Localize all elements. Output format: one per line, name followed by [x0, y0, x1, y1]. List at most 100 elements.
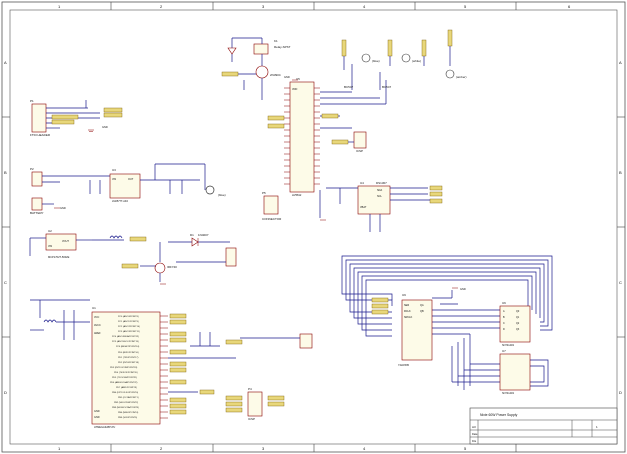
u2-pin-vout: VOUT [62, 240, 69, 243]
d1-value: 1N4007 [198, 233, 209, 237]
u9-value: 74HC595 [398, 363, 410, 367]
prog-header-value: ICSP [356, 149, 363, 153]
title-block-sheet: 1 [596, 425, 598, 429]
q2-value: BC547 [344, 85, 354, 89]
icsp-value: ICSP [248, 417, 255, 421]
u9-pin-rclk: RCLK [404, 310, 411, 313]
ground-symbols: GND GND GND GND [54, 75, 466, 291]
u5-ref: U5 [296, 77, 300, 81]
col-6-top: 6 [568, 4, 571, 9]
u3-ref: U3 [112, 168, 116, 172]
regulator-u2-block: U2 MCP1702T-5002E VOUT VIN [29, 229, 147, 259]
u1-microcontroller: U1 ATMEGA328P-PU VCC AVCC AREF GND GND P… [91, 306, 168, 429]
oscillator-block [30, 299, 90, 340]
u1-pin-pd2: PD2 (INT0/PCINT18) [118, 362, 139, 364]
q3-value: IRF740 [167, 265, 177, 269]
u1-value: ATMEGA328P-PU [94, 425, 115, 429]
u2-value: MCP1702T-5002E [48, 255, 70, 259]
u6-pin-a: A [503, 310, 505, 313]
u3-value: LM2577T-ADJ [112, 200, 129, 203]
u6-pin-q3: Q3 [516, 328, 520, 331]
u3-pin-vin: VIN [112, 178, 116, 181]
u1-pin-pb0: PB0 (ICP1/CLKO/PCINT0) [112, 392, 138, 394]
col-5-bottom: 5 [464, 446, 467, 451]
power-input-block: P2 U3 LM2577T-ADJ VIN OUT (blue) BATTERY [30, 163, 226, 215]
u1-pin-pc3: PC3 (ADC3/PCINT11) [118, 330, 140, 333]
u6-pin-q2: Q2 [516, 322, 520, 325]
u2-ref: U2 [48, 229, 52, 233]
u4-pin-vbat: VBAT [360, 206, 367, 209]
u6-pin-q0: Q0 [516, 310, 520, 313]
ftdi-ref: P1 [30, 99, 34, 103]
u9-shift-register: U9 74HC595 SER RCLK SRCLK QA QB [371, 290, 458, 367]
led-d4-color: (blue) [218, 193, 226, 197]
hv-switch-block: D1 1N4007 IRF740 [121, 233, 237, 282]
q4-value: BC547 [382, 85, 392, 89]
u1-pin-gnd-2: GND [94, 416, 100, 419]
u3-pin-out: OUT [128, 178, 134, 181]
row-a-right: A [619, 60, 622, 65]
row-c-right: C [619, 280, 622, 285]
gnd-label-ftdi: GND [102, 125, 108, 129]
d1-ref: D1 [190, 233, 194, 237]
u1-pin-pd1: PD1 (TXD/PCINT17) [118, 357, 139, 359]
row-c-left: C [4, 280, 7, 285]
u1-pin-pb1: PB1 (OC1A/PCINT1) [118, 396, 139, 399]
icsp-header-block: P4 ICSP [225, 387, 285, 421]
p5-value: CONNECTOR [262, 217, 282, 221]
title-block-size: A3 [472, 425, 476, 429]
col-5-top: 5 [464, 4, 467, 9]
led-blue-label: (blue) [372, 59, 380, 63]
u4-pin-scl: SCL [377, 195, 382, 198]
u1-pin-pc5: PC5 (ADC5/SCL/PCINT13) [112, 340, 139, 343]
u1-pin-pd6: PD6 (AIN0/OC0A/PCINT22) [110, 381, 138, 384]
u1-pin-vcc: VCC [94, 316, 99, 319]
u9-pin-ser: SER [404, 304, 409, 307]
relay-block: K1 Relay-SPST 2N3904 [221, 37, 291, 100]
col-1-bottom: 1 [58, 446, 61, 451]
icsp-ref: P4 [248, 387, 252, 391]
gnd-label-u9: GND [460, 287, 466, 291]
row-d-right: D [619, 390, 622, 395]
gnd-label-u5: GND [284, 75, 290, 79]
u1-net-labels [168, 313, 313, 415]
title-block: Nixie 60W Power Supply A3 1 Date File [469, 407, 618, 445]
u6-pin-d: D [503, 328, 505, 331]
u1-ref: U1 [92, 306, 96, 310]
col-4-bottom: 4 [363, 446, 366, 451]
u7-value: SN74141N [502, 392, 514, 395]
u9-pin-qb: QB [420, 310, 424, 313]
u1-pin-pd3: PD3 (INT1/OC2B/PCINT19) [110, 367, 137, 369]
u1-pin-pd7: PD7 (AIN1/PCINT23) [116, 386, 137, 389]
u6-pin-b: B [503, 316, 505, 319]
u4-ref: U4 [360, 181, 364, 185]
title-block-title: Nixie 60W Power Supply [480, 413, 518, 417]
bottom-connector-block: P5 CONNECTOR [262, 191, 282, 221]
u9-pin-qa: QA [420, 304, 424, 307]
u1-pin-pc4: PC4 (ADC4/SDA/PCINT12) [112, 335, 139, 338]
battery-value: BATTERY [30, 211, 44, 215]
col-3-bottom: 3 [262, 446, 265, 451]
led-driver-block: (blue) (white) (amber) BC547 BC547 [320, 29, 467, 105]
title-block-file-label: File [472, 439, 477, 443]
u4-value: DS1307 [376, 181, 387, 185]
pwr-connector-ref: P2 [30, 167, 34, 171]
row-d-left: D [4, 390, 7, 395]
u1-pin-pd4: PD4 (T0/XCK/PCINT20) [114, 372, 138, 374]
u6-pin-c: C [503, 322, 505, 325]
u1-pin-pc0: PC0 (ADC0/PCINT8) [118, 315, 139, 318]
u4-pin-sda: SDA [377, 189, 382, 192]
relay-value: Relay-SPST [274, 45, 291, 49]
row-b-left: B [4, 170, 7, 175]
u1-pin-pb4: PB4 (MISO/PCINT4) [118, 412, 138, 414]
col-2-top: 2 [160, 4, 163, 9]
u6-value: SN74141N [502, 344, 514, 347]
p5-ref: P5 [262, 191, 266, 195]
q1-value: 2N3904 [270, 73, 281, 77]
u1-pin-pd5: PD5 (T1/OC0B/PCINT21) [112, 377, 137, 379]
led-amber-label: (amber) [456, 75, 467, 79]
u5-pin-vdd: VDD [292, 88, 297, 91]
relay-ref: K1 [274, 39, 278, 43]
gnd-label-batt: GND [60, 206, 66, 210]
